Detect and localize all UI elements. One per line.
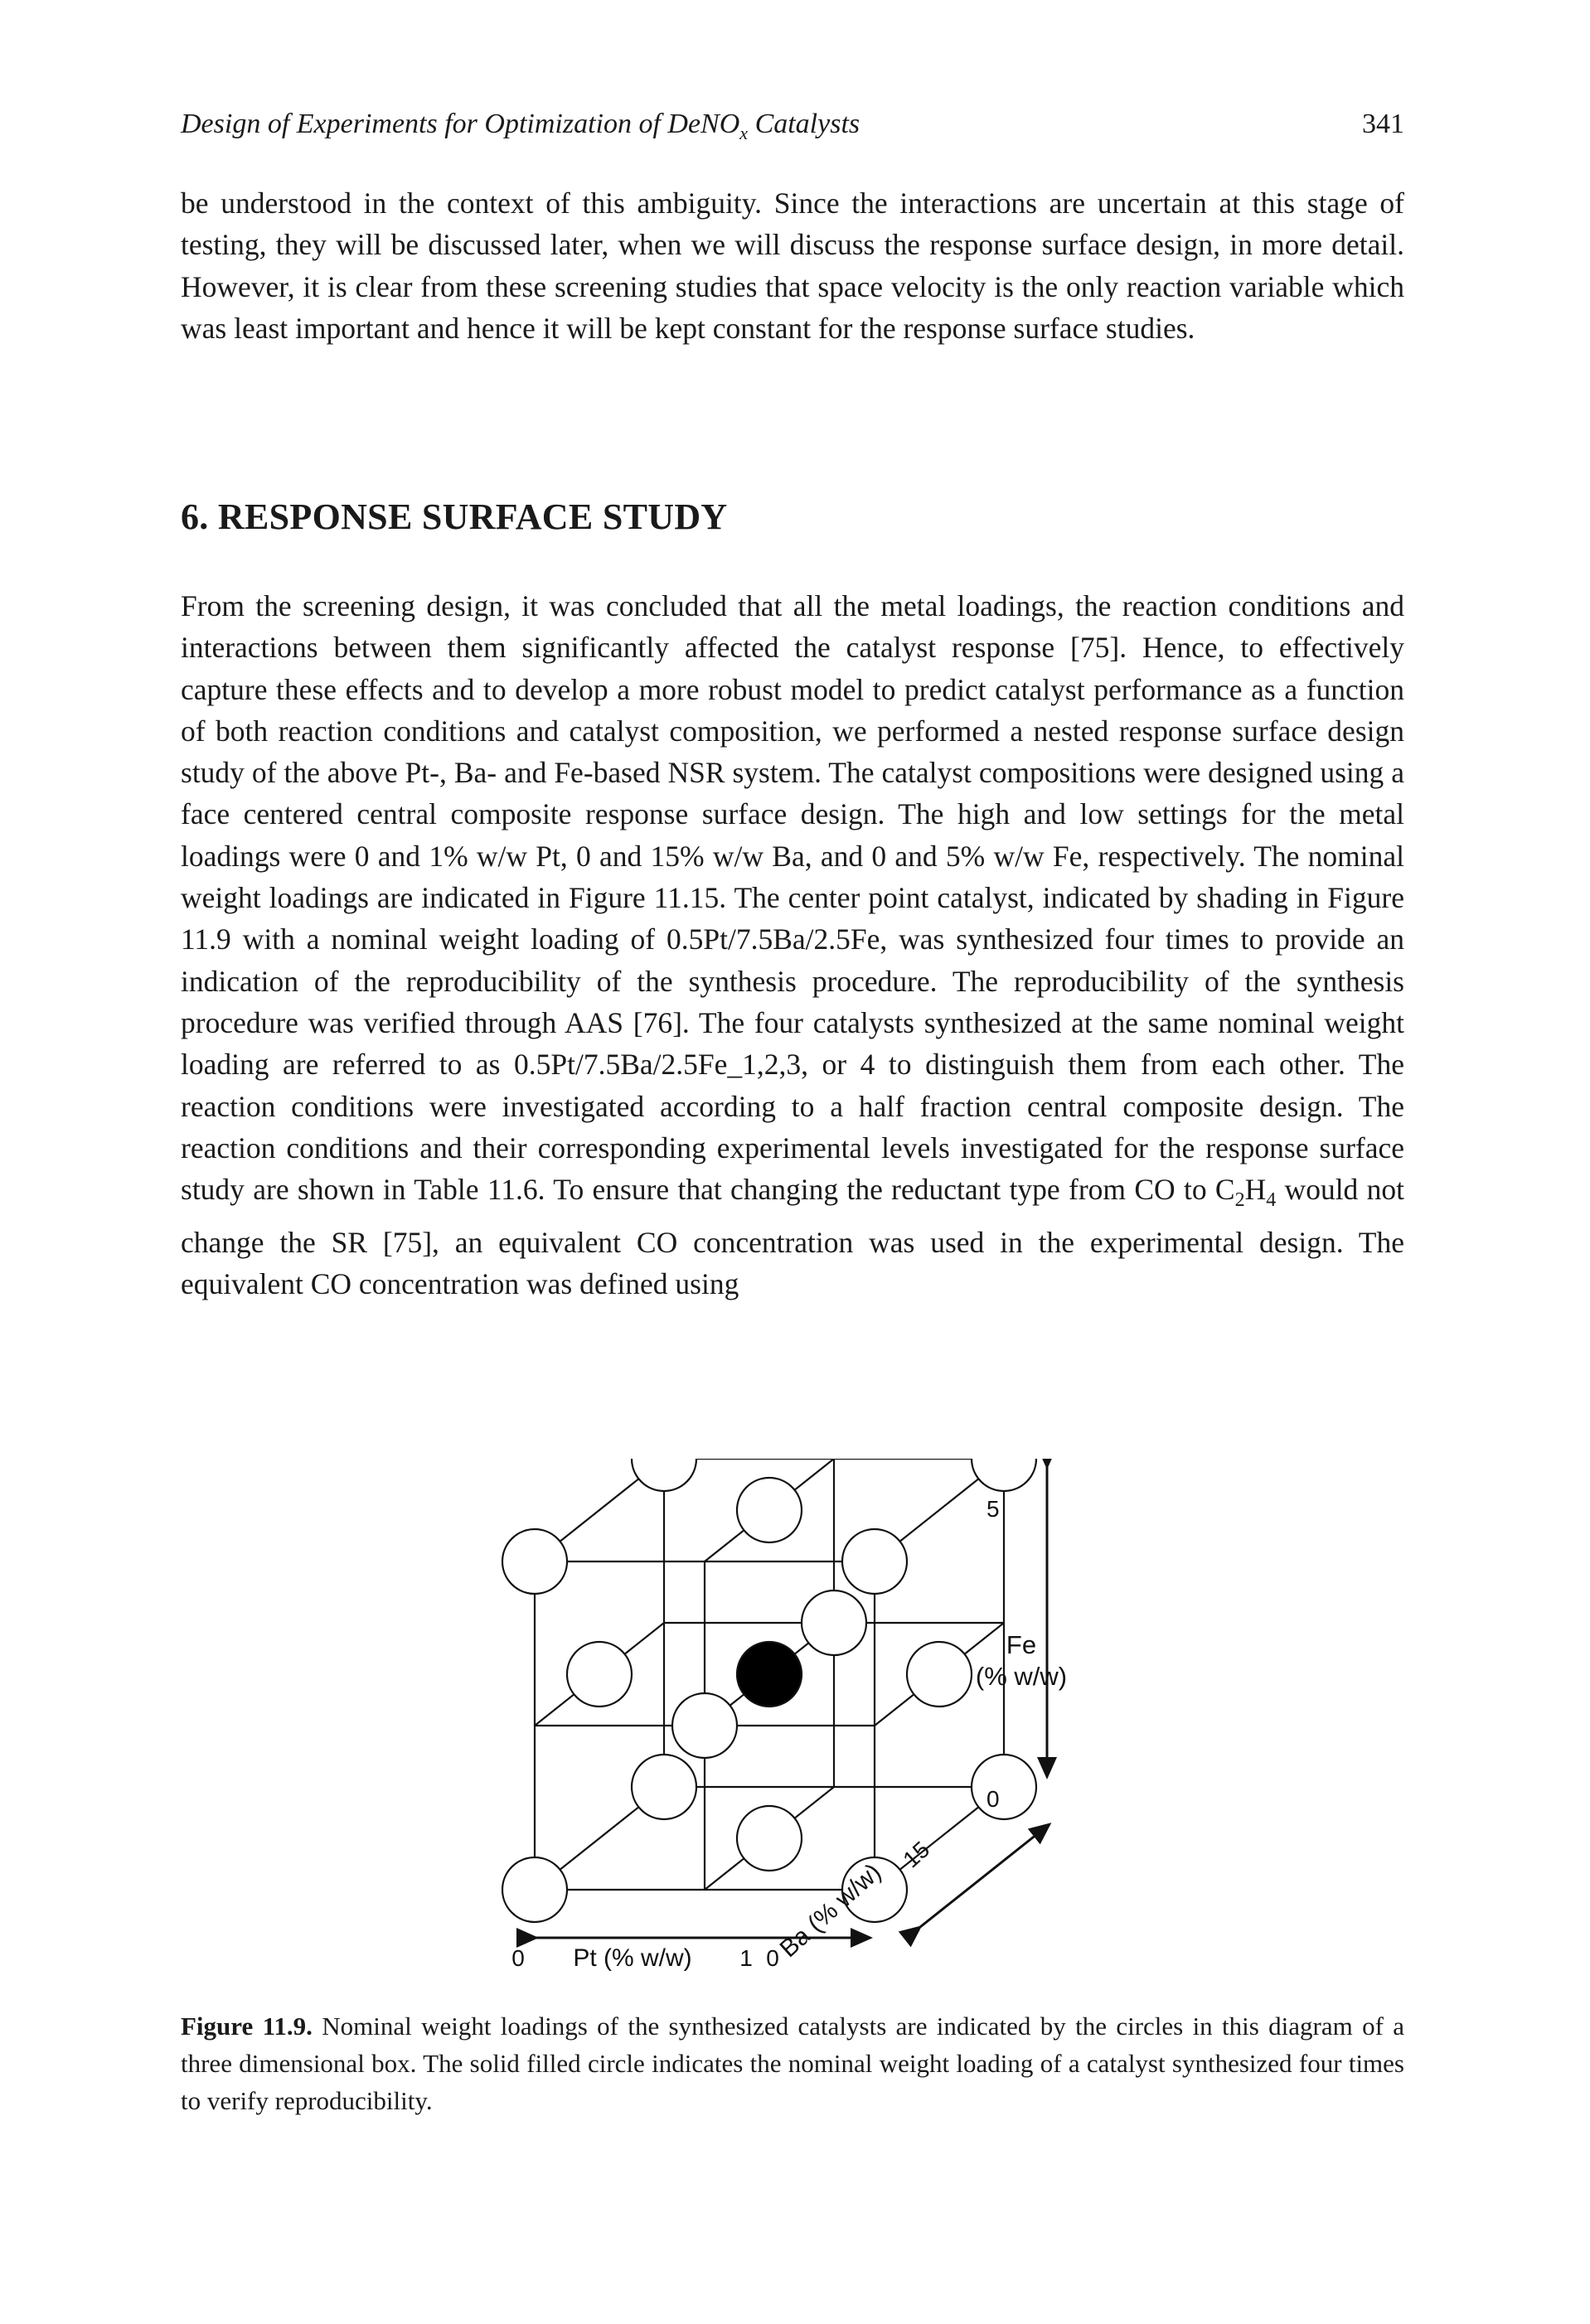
page-number: 341 [1362, 109, 1404, 139]
face-center-catalyst-circle [735, 1804, 803, 1872]
face-center-catalyst-circle [565, 1640, 633, 1708]
ba-axis-arrow [898, 1823, 1052, 1948]
corner-catalyst-circle [970, 1459, 1038, 1493]
running-title-suffix: Catalysts [748, 109, 860, 139]
face-center-catalyst-circle [735, 1476, 803, 1544]
face-center-catalyst-circle [671, 1692, 739, 1760]
paragraph-2-subscript-2: 4 [1266, 1189, 1277, 1212]
figure-caption: Figure 11.9. Nominal weight loadings of … [181, 2007, 1404, 2119]
corner-catalyst-circle [630, 1459, 698, 1493]
body-paragraph-1: be understood in the context of this amb… [181, 186, 1404, 345]
figure-11-9: 5 0 Fe (% w/w) 0 Pt (% w/w) 1 0 Ba (% w/… [464, 1459, 1111, 1997]
corner-catalyst-circle [841, 1528, 909, 1595]
fe-axis-label-line1: Fe [1006, 1630, 1036, 1659]
running-title: Design of Experiments for Optimization o… [181, 109, 860, 143]
fe-axis-label-line2: (% w/w) [976, 1662, 1067, 1691]
running-head: Design of Experiments for Optimization o… [181, 106, 1404, 152]
pt-axis-min-label: 0 [511, 1945, 525, 1971]
pt-axis-label: Pt (% w/w) [573, 1944, 691, 1972]
paragraph-2-subscript-1: 2 [1234, 1189, 1245, 1212]
pt-axis-max-label: 1 [739, 1945, 753, 1971]
running-title-subscript: x [739, 122, 749, 143]
paragraph-2-text-b: H [1244, 1173, 1267, 1207]
running-title-prefix: Design of Experiments for Optimization o… [181, 109, 740, 139]
center-point-catalyst-circle [735, 1640, 803, 1708]
corner-catalyst-circle [630, 1753, 698, 1821]
caption-text: Nominal weight loadings of the synthesiz… [181, 2012, 1404, 2115]
body-paragraph-2: From the screening design, it was conclu… [181, 585, 1404, 1305]
cube-diagram: 5 0 Fe (% w/w) 0 Pt (% w/w) 1 0 Ba (% w/… [501, 1459, 1067, 1972]
corner-catalyst-circle [970, 1753, 1038, 1821]
paragraph-2-text-a: From the screening design, it was conclu… [181, 589, 1404, 1207]
fe-axis-min-label: 0 [986, 1786, 1000, 1812]
caption-label: Figure 11.9. [181, 2012, 313, 2041]
fe-axis-max-label: 5 [986, 1496, 1000, 1522]
ba-axis-min-label: 0 [766, 1945, 779, 1971]
face-center-catalyst-circle [800, 1589, 868, 1657]
face-center-catalyst-circle [905, 1640, 973, 1708]
paragraph-2-text-c: would not change the SR [75], an equival… [181, 1173, 1404, 1300]
corner-catalyst-circle [501, 1528, 569, 1595]
section-heading: 6. RESPONSE SURFACE STUDY [181, 496, 728, 537]
corner-catalyst-circle [501, 1856, 569, 1924]
